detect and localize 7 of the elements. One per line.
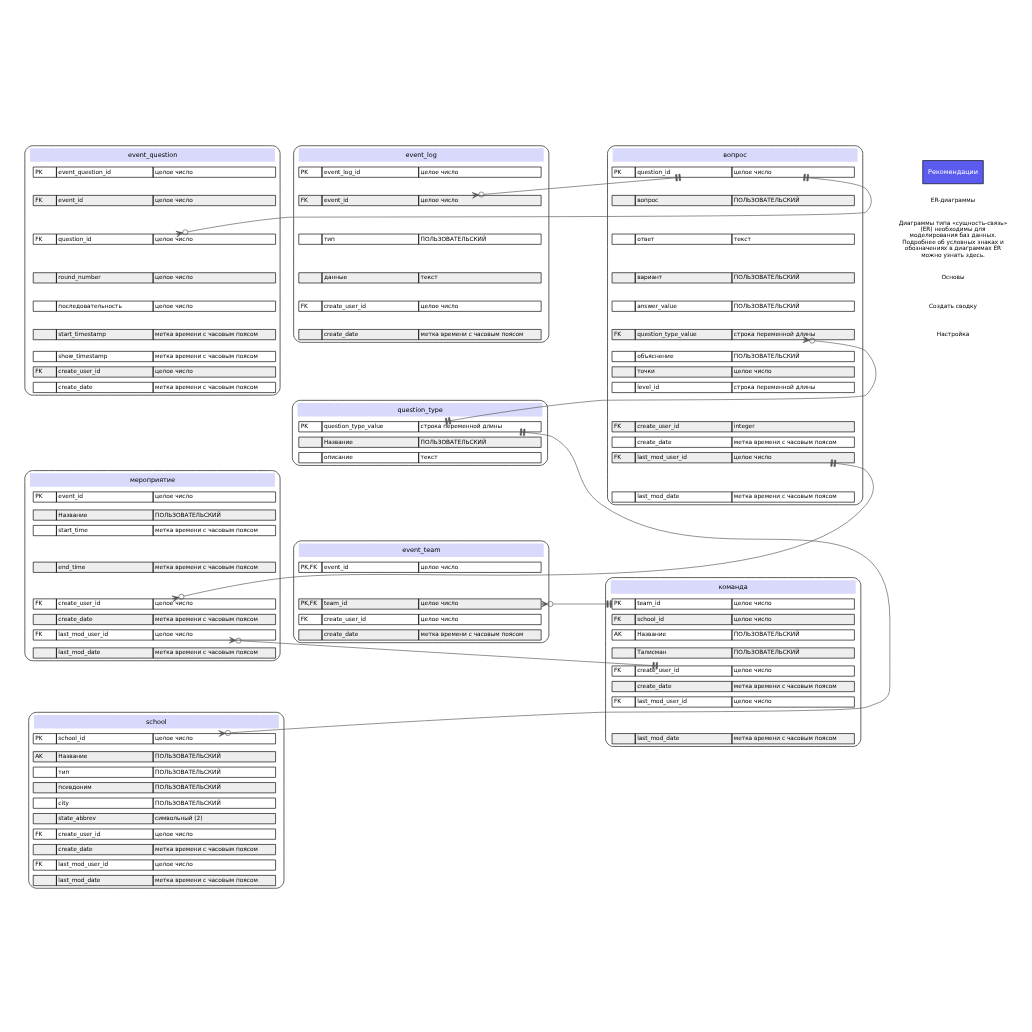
- connector: [471, 172, 682, 198]
- connector: [444, 335, 877, 424]
- connector: [171, 458, 874, 601]
- connector: [229, 635, 659, 669]
- connector: [218, 427, 891, 736]
- connector: [541, 599, 613, 607]
- connector: [175, 172, 872, 237]
